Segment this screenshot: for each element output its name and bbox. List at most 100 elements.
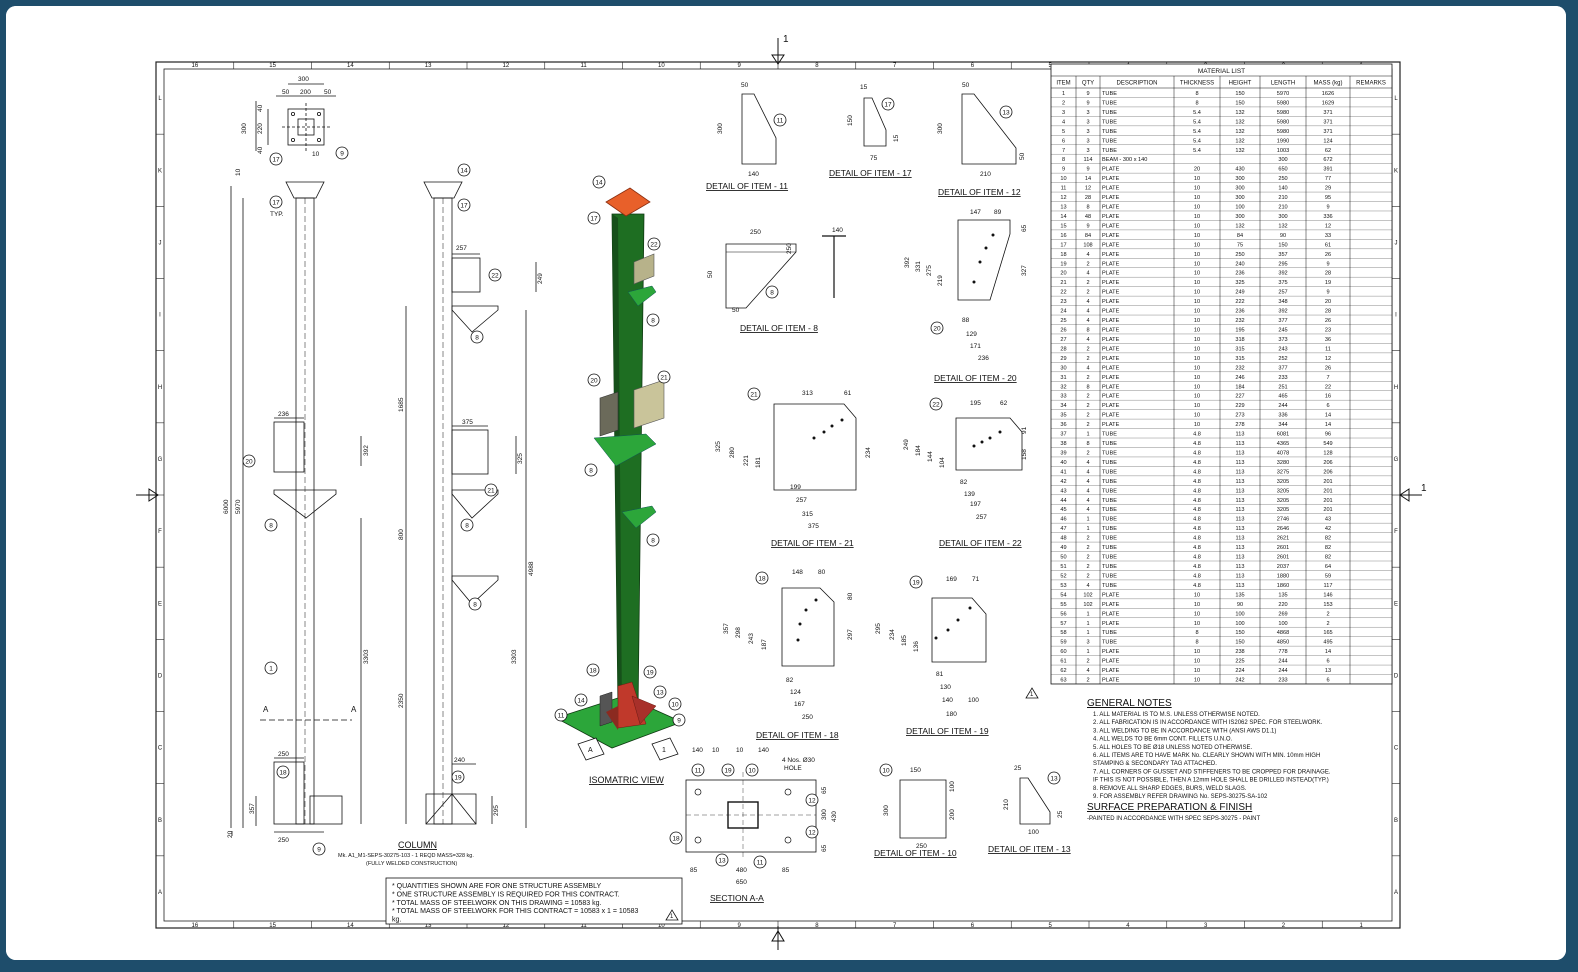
table-cell: 20 (1060, 271, 1066, 277)
table-cell: PLATE (1102, 394, 1120, 400)
svg-text:8: 8 (269, 523, 273, 530)
callout-balloon: 18 (276, 765, 290, 779)
table-cell: PLATE (1102, 365, 1120, 371)
grid-row-label: C (158, 746, 163, 752)
svg-text:21: 21 (750, 392, 758, 399)
table-cell: 114 (1084, 157, 1093, 163)
svg-text:275: 275 (926, 265, 933, 276)
svg-text:20: 20 (933, 326, 941, 333)
table-cell: PLATE (1102, 678, 1120, 684)
table-cell: 4 (1086, 365, 1089, 371)
table-cell: 4.8 (1193, 517, 1201, 523)
table-cell: 244 (1278, 659, 1287, 665)
table-cell: 1860 (1277, 583, 1289, 589)
callout-balloon: 8 (470, 330, 484, 344)
table-cell: TUBE (1102, 129, 1117, 135)
grid-col-label: 8 (815, 63, 819, 69)
table-cell: 23 (1060, 299, 1066, 305)
table-cell: 26 (1325, 318, 1331, 324)
table-cell: 10 (1194, 346, 1200, 352)
grid-col-label: 14 (347, 63, 354, 69)
table-cell: 392 (1278, 271, 1287, 277)
table-cell: 10 (1194, 592, 1200, 598)
table-cell: 10 (1060, 176, 1066, 182)
table-cell: 10 (1194, 318, 1200, 324)
table-cell: 41 (1060, 469, 1066, 475)
table-cell: 2 (1086, 422, 1089, 428)
table-cell: 26 (1060, 328, 1066, 334)
table-cell: 60 (1060, 649, 1066, 655)
detail-title: DETAIL OF ITEM - 19 (906, 726, 989, 736)
table-cell: 19 (1325, 280, 1331, 286)
grid-col-label: 12 (503, 923, 510, 929)
svg-text:187: 187 (761, 639, 768, 650)
callout-balloon: 9 (312, 842, 326, 856)
table-cell: 9 (1062, 167, 1065, 173)
table-cell: 40 (1060, 460, 1066, 466)
grid-col-label: 10 (658, 923, 665, 929)
table-cell: 2 (1062, 100, 1065, 106)
table-cell: TUBE (1102, 148, 1117, 154)
callout-balloon: 17 (269, 195, 283, 209)
table-cell: 4 (1086, 337, 1089, 343)
table-cell: 14 (1085, 176, 1091, 182)
table-cell: 39 (1060, 450, 1066, 456)
svg-text:18: 18 (589, 668, 597, 675)
table-cell: TUBE (1102, 517, 1117, 523)
dim-text: 6000 (223, 499, 230, 514)
table-cell: TUBE (1102, 583, 1117, 589)
svg-text:158: 158 (1021, 449, 1028, 460)
table-cell: 113 (1236, 555, 1245, 561)
svg-text:10: 10 (736, 747, 744, 754)
svg-text:25: 25 (1014, 765, 1022, 772)
table-cell: 100 (1235, 205, 1244, 211)
table-cell: 62 (1325, 148, 1331, 154)
svg-text:300: 300 (821, 809, 828, 820)
table-cell: 2 (1086, 280, 1089, 286)
table-cell: 220 (1278, 602, 1287, 608)
svg-text:12: 12 (808, 798, 816, 805)
svg-text:22: 22 (932, 402, 940, 409)
table-cell: 4 (1086, 252, 1089, 258)
table-cell: 52 (1060, 573, 1066, 579)
section-marker-label: 1 (783, 34, 789, 45)
svg-text:88: 88 (962, 317, 970, 324)
grid-row-label: B (1394, 818, 1398, 824)
table-cell: 113 (1236, 517, 1245, 523)
table-cell: 236 (1235, 271, 1244, 277)
table-cell: TUBE (1102, 555, 1117, 561)
svg-text:297: 297 (847, 629, 854, 640)
table-cell: 4 (1086, 318, 1089, 324)
table-cell: 3 (1086, 138, 1089, 144)
table-cell: 132 (1235, 129, 1244, 135)
table-cell: TUBE (1102, 488, 1117, 494)
table-cell: 269 (1278, 611, 1287, 617)
table-cell: 19 (1060, 261, 1066, 267)
svg-text:13: 13 (1050, 776, 1058, 783)
table-cell: 2037 (1277, 564, 1289, 570)
svg-text:140: 140 (758, 747, 769, 754)
grid-col-label: 8 (815, 923, 819, 929)
svg-text:17: 17 (590, 216, 598, 223)
svg-text:85: 85 (782, 867, 790, 874)
svg-text:480: 480 (736, 867, 747, 874)
table-cell: 95 (1325, 195, 1331, 201)
table-cell: 8 (1195, 630, 1198, 636)
table-header-cell: THICKNESS (1180, 81, 1214, 87)
table-cell: PLATE (1102, 318, 1120, 324)
table-cell: 58 (1060, 630, 1066, 636)
table-cell: 4365 (1277, 441, 1289, 447)
table-cell: 150 (1235, 100, 1244, 106)
table-cell: 36 (1060, 422, 1066, 428)
table-cell: 4.8 (1193, 564, 1201, 570)
svg-text:167: 167 (794, 701, 805, 708)
